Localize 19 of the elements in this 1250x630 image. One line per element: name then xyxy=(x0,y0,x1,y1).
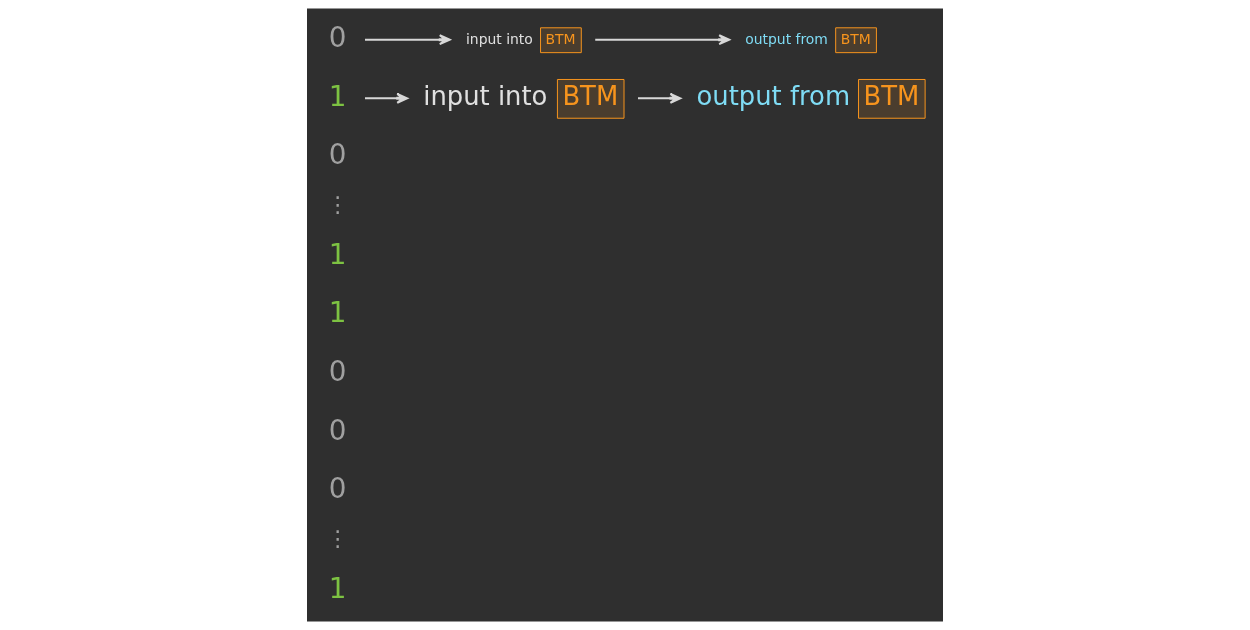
node-text: 1 xyxy=(328,79,347,113)
arrow xyxy=(637,92,682,104)
node-text: 1 xyxy=(328,296,347,330)
node-text: 0 xyxy=(328,472,347,506)
label: ⋮ xyxy=(326,526,349,552)
node-label: input into xyxy=(466,30,533,47)
node-label: input into xyxy=(423,81,548,112)
node-text: 1 xyxy=(328,571,347,605)
node-text: 0 xyxy=(328,413,347,447)
node-text: 0 xyxy=(328,21,347,55)
node-label: output from xyxy=(745,30,828,47)
arrow xyxy=(364,34,451,46)
label: ⋮ xyxy=(326,192,349,218)
node-text: 0 xyxy=(328,138,347,172)
arrow xyxy=(364,92,409,104)
arrow xyxy=(594,34,731,46)
node-text: 0 xyxy=(328,354,347,388)
node-text: 1 xyxy=(328,237,347,271)
node-label: output from xyxy=(696,81,851,112)
